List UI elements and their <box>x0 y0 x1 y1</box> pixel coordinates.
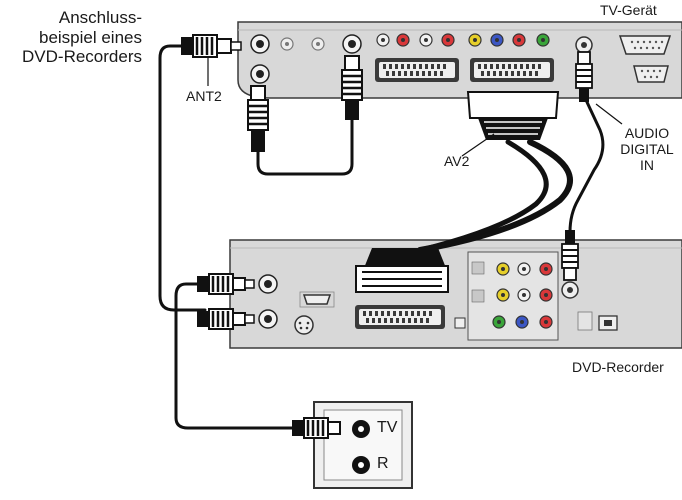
digital-audio-cable <box>568 98 605 234</box>
coax-plug-ant2 <box>181 34 242 58</box>
caption-line-3: DVD-Recorders <box>22 47 142 67</box>
av2-label: AV2 <box>444 153 470 169</box>
antenna-cable-loop <box>256 116 354 176</box>
scart-cable-av2 <box>401 139 573 257</box>
tv-device-label: TV-Gerät <box>600 2 657 18</box>
dvd-digital-coax-out <box>561 281 579 299</box>
audio-label-line-1: AUDIO <box>624 125 670 141</box>
dvd-optical-out <box>598 315 618 331</box>
tv-back-panel <box>237 21 682 99</box>
dvd-hdmi-port <box>299 291 335 308</box>
dvd-recorder-label: DVD-Recorder <box>572 359 664 375</box>
antenna-cable-wall <box>174 282 302 430</box>
tv-antenna-socket <box>250 34 270 54</box>
tv-rca-jacks <box>376 33 550 47</box>
wall-antenna-socket <box>313 401 413 489</box>
wall-tv-socket-icon <box>352 420 370 438</box>
caption-line-2: beispiel eines <box>38 27 142 47</box>
scart-plug-tv <box>466 91 560 140</box>
coax-plug-tv-ant-loop <box>247 85 269 152</box>
tv-coax-socket <box>280 37 294 51</box>
av2-leader-line <box>461 133 495 157</box>
diagram-caption: Anschluss- beispiel eines DVD-Recorders <box>0 8 142 67</box>
audio-label-line-3: IN <box>640 157 654 174</box>
dvd-recorder-back-panel <box>229 239 682 349</box>
scart-plug-dvd <box>355 248 449 293</box>
dvd-svideo-socket <box>294 315 314 335</box>
tv-coax-socket <box>311 37 325 51</box>
tv-vga-port <box>618 35 672 55</box>
caption-line-1: Anschluss- <box>58 8 142 27</box>
dvd-antenna-out-socket <box>258 309 278 329</box>
wall-r-label: R <box>377 455 389 472</box>
audio-digital-in-label: AUDIO DIGITAL IN <box>614 125 680 173</box>
wall-tv-label: TV <box>377 419 398 436</box>
tv-antenna-socket <box>250 64 270 84</box>
coax-plug-tv-ant-right <box>341 55 363 120</box>
ant2-label: ANT2 <box>186 88 222 104</box>
dvd-antenna-in-socket <box>258 274 278 294</box>
dvd-input-board <box>454 251 559 341</box>
dvd-scart-bottom <box>355 305 445 329</box>
coax-plug-wall <box>292 417 341 439</box>
tv-antenna-socket <box>342 34 362 54</box>
tv-scart-av2 <box>470 58 554 82</box>
audio-label-line-2: DIGITAL <box>620 141 674 158</box>
wall-radio-socket-icon <box>352 456 370 474</box>
audio-leader-line <box>595 103 623 125</box>
tv-digital-audio-socket <box>575 36 593 54</box>
digital-audio-plug-dvd <box>561 230 579 281</box>
coax-plug-dvd-bottom <box>197 308 255 330</box>
tv-scart-av1 <box>375 58 459 82</box>
coax-plug-dvd-top <box>197 273 255 295</box>
digital-audio-plug-tv <box>575 51 593 102</box>
tv-serial-port <box>633 65 669 83</box>
antenna-cable-ant2 <box>158 44 207 312</box>
